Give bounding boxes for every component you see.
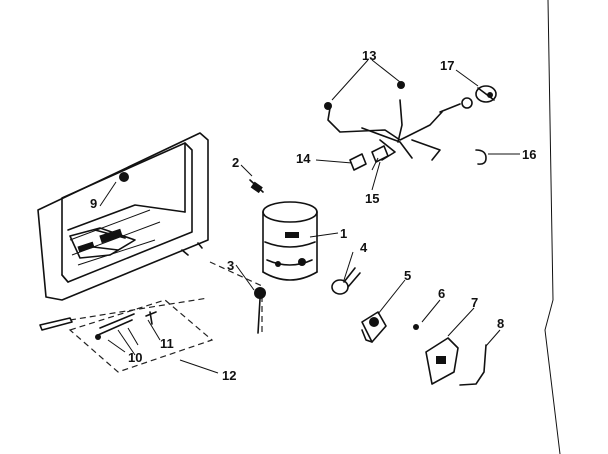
mounting-kit xyxy=(68,299,214,373)
grommet-top xyxy=(249,179,264,194)
leader-lines xyxy=(99,59,520,374)
relay xyxy=(331,267,361,295)
grommet-bottom xyxy=(254,287,266,334)
callout-1: 1 xyxy=(340,226,347,241)
wire-clip xyxy=(475,149,487,165)
callout-4: 4 xyxy=(360,240,368,255)
callout-2: 2 xyxy=(232,155,239,170)
wire-connector-15 xyxy=(371,145,389,171)
callout-11: 11 xyxy=(160,336,174,351)
connector xyxy=(349,153,367,171)
callout-12: 12 xyxy=(222,368,236,383)
cabinet-fastener xyxy=(119,172,129,182)
screw xyxy=(413,324,419,330)
callout-8: 8 xyxy=(497,316,504,331)
clip xyxy=(459,344,487,386)
overload xyxy=(361,311,387,343)
capacitor xyxy=(475,85,497,103)
callout-13: 13 xyxy=(362,48,376,63)
callout-9: 9 xyxy=(90,196,97,211)
callout-7: 7 xyxy=(471,295,478,310)
callout-17: 17 xyxy=(440,58,454,73)
callout-5: 5 xyxy=(404,268,411,283)
terminal-cover xyxy=(425,337,459,385)
callout-10: 10 xyxy=(128,350,142,365)
page-edge-line xyxy=(544,0,561,454)
callout-3: 3 xyxy=(227,258,234,273)
callout-14: 14 xyxy=(296,151,311,166)
wire-harness xyxy=(324,81,473,161)
dashed-leader-kit xyxy=(69,297,209,321)
callout-16: 16 xyxy=(522,147,536,162)
cabinet xyxy=(37,132,209,331)
compressor xyxy=(262,201,318,281)
callout-6: 6 xyxy=(438,286,445,301)
callout-15: 15 xyxy=(365,191,379,206)
